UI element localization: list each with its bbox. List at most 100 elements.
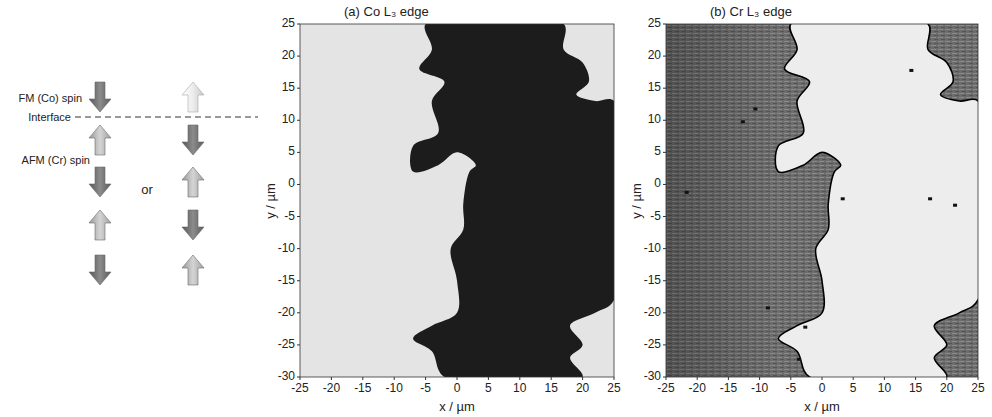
tick-label: -15 xyxy=(278,274,295,287)
tick-label: -25 xyxy=(291,382,308,395)
tick-mark xyxy=(728,377,729,380)
tick-mark xyxy=(663,344,666,345)
tick-mark xyxy=(822,377,823,380)
tick-label: 0 xyxy=(654,178,661,191)
tick-mark xyxy=(663,312,666,313)
tick-mark xyxy=(946,377,947,380)
tick-label: -15 xyxy=(354,382,371,395)
tick-mark xyxy=(663,88,666,89)
panel-title: (b) Cr L₃ edge xyxy=(710,5,792,19)
tick-mark xyxy=(297,216,300,217)
tick-label: 0 xyxy=(819,382,826,395)
tick-mark xyxy=(663,56,666,57)
spin-label: Interface xyxy=(28,111,71,123)
interface-line xyxy=(75,116,258,117)
spin-arrow xyxy=(89,82,111,112)
tick-label: -20 xyxy=(278,306,295,319)
tick-label: 20 xyxy=(648,49,661,62)
tick-label: -25 xyxy=(657,382,674,395)
tick-mark xyxy=(759,377,760,380)
tick-label: 5 xyxy=(850,382,857,395)
tick-label: 25 xyxy=(607,382,620,395)
tick-label: 10 xyxy=(878,382,891,395)
tick-label: -10 xyxy=(644,242,661,255)
speck xyxy=(803,326,807,329)
tick-label: 10 xyxy=(282,114,295,127)
tick-label: 15 xyxy=(545,382,558,395)
tick-mark xyxy=(297,24,300,25)
tick-label: -10 xyxy=(751,382,768,395)
tick-label: -20 xyxy=(689,382,706,395)
tick-mark xyxy=(331,377,332,380)
tick-label: -5 xyxy=(420,382,431,395)
axis-title: x / µm xyxy=(804,400,840,414)
tick-mark xyxy=(425,377,426,380)
tick-mark xyxy=(663,184,666,185)
tick-mark xyxy=(582,377,583,380)
axis-title: y / µm xyxy=(264,183,278,219)
spin-arrow xyxy=(182,167,204,197)
tick-mark xyxy=(297,280,300,281)
cr-image xyxy=(663,14,989,386)
tick-label: -10 xyxy=(278,242,295,255)
tick-label: 10 xyxy=(648,114,661,127)
tick-label: 10 xyxy=(513,382,526,395)
tick-label: -15 xyxy=(720,382,737,395)
tick-mark xyxy=(362,377,363,380)
spin-arrow xyxy=(89,167,111,197)
tick-label: -5 xyxy=(785,382,796,395)
tick-label: -5 xyxy=(284,210,295,223)
spin-arrow xyxy=(182,255,204,285)
spin-arrow xyxy=(89,255,111,285)
axis-title: y / µm xyxy=(630,183,644,219)
tick-mark xyxy=(663,120,666,121)
tick-mark xyxy=(853,377,854,380)
tick-label: 25 xyxy=(648,17,661,30)
tick-mark xyxy=(663,248,666,249)
tick-label: 5 xyxy=(485,382,492,395)
spin-label: FM (Co) spin xyxy=(18,92,82,104)
panel-title: (a) Co L₃ edge xyxy=(344,5,429,19)
spin-arrow xyxy=(182,210,204,240)
tick-mark xyxy=(297,377,300,378)
tick-mark xyxy=(394,377,395,380)
tick-label: 15 xyxy=(282,82,295,95)
speck xyxy=(909,69,913,72)
spin-arrow xyxy=(182,125,204,155)
tick-mark xyxy=(663,152,666,153)
axis-title: x / µm xyxy=(439,400,475,414)
spin-arrow xyxy=(182,82,204,112)
tick-mark xyxy=(297,312,300,313)
tick-mark xyxy=(551,377,552,380)
tick-label: 0 xyxy=(288,178,295,191)
plot-frame xyxy=(300,24,614,377)
tick-mark xyxy=(297,248,300,249)
tick-label: 15 xyxy=(648,82,661,95)
tick-mark xyxy=(488,377,489,380)
spin-label: AFM (Cr) spin xyxy=(22,154,90,166)
dark-domain xyxy=(410,24,614,377)
tick-label: 20 xyxy=(940,382,953,395)
tick-label: 5 xyxy=(654,146,661,159)
tick-mark xyxy=(457,377,458,380)
tick-label: 20 xyxy=(576,382,589,395)
tick-mark xyxy=(663,280,666,281)
shading xyxy=(666,24,775,377)
tick-label: 25 xyxy=(971,382,984,395)
tick-label: -10 xyxy=(386,382,403,395)
spin-label: or xyxy=(141,183,153,197)
speck xyxy=(797,358,801,361)
tick-label: -15 xyxy=(644,274,661,287)
spin-arrow xyxy=(89,210,111,240)
tick-label: -25 xyxy=(644,338,661,351)
tick-label: -20 xyxy=(323,382,340,395)
tick-label: 0 xyxy=(454,382,461,395)
tick-mark xyxy=(790,377,791,380)
tick-label: -5 xyxy=(650,210,661,223)
tick-mark xyxy=(297,184,300,185)
tick-mark xyxy=(978,377,979,380)
tick-label: 5 xyxy=(288,146,295,159)
tick-label: 25 xyxy=(282,17,295,30)
